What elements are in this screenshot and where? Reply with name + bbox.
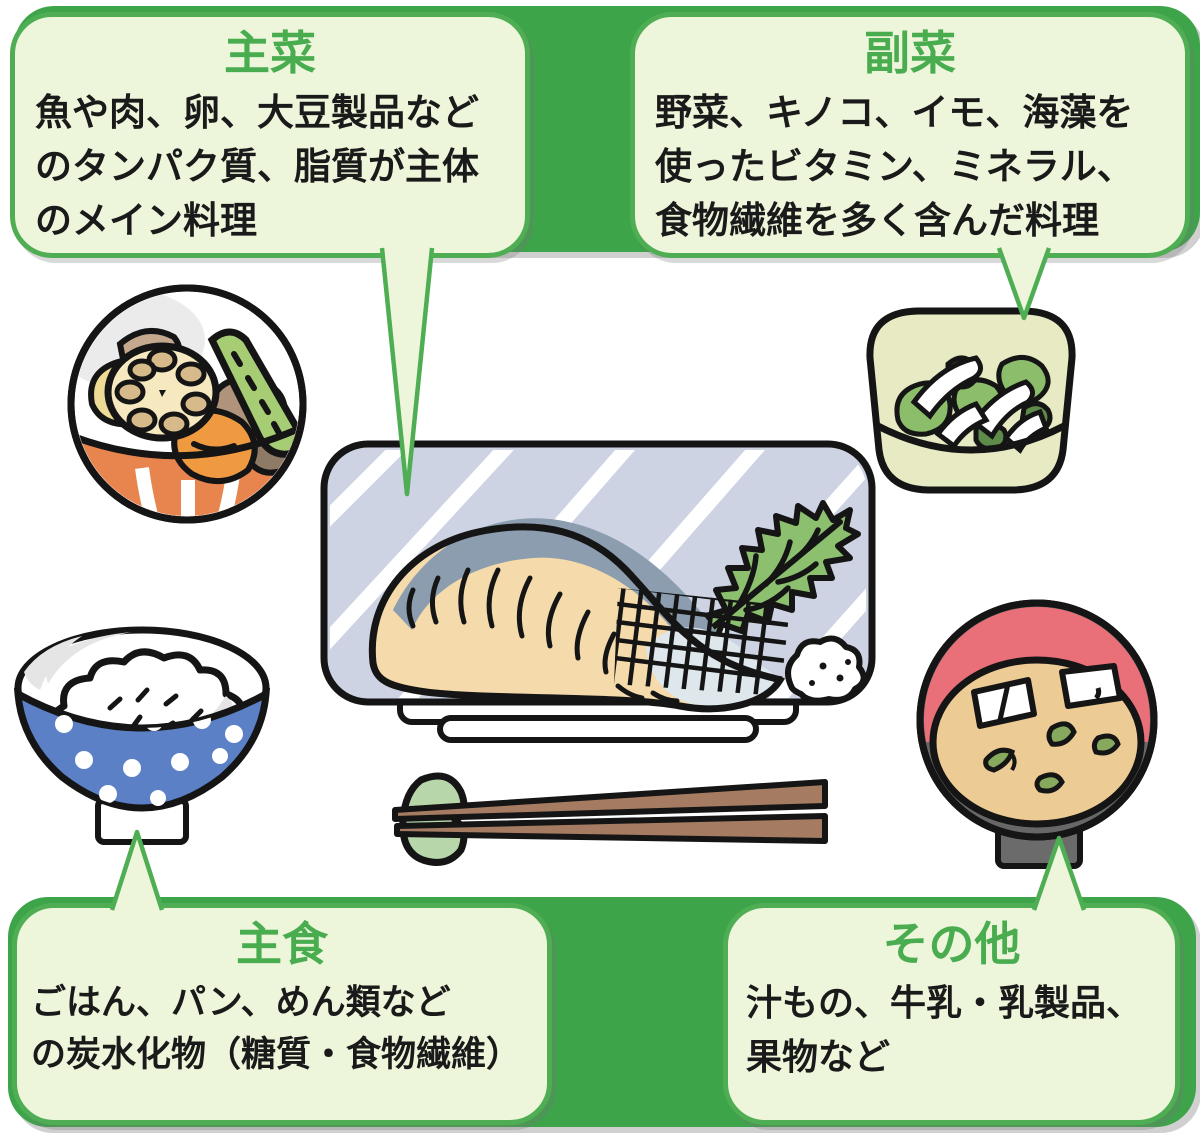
chopsticks-illustration <box>392 772 828 866</box>
callout-shusai-title: 主菜 <box>224 26 316 80</box>
callout-fukusai-title: 副菜 <box>864 26 956 80</box>
callout-sonota: その他 汁もの、牛乳・乳製品、 果物など <box>723 903 1180 1125</box>
callout-fukusai: 副菜 野菜、キノコ、イモ、海藻を 使ったビタミン、ミネラル、 食物繊維を多く含ん… <box>630 12 1190 258</box>
callout-tail-shushoku <box>109 829 165 911</box>
callout-fukusai-body: 野菜、キノコ、イモ、海藻を 使ったビタミン、ミネラル、 食物繊維を多く含んだ料理 <box>655 90 1134 242</box>
callout-shushoku-body: ごはん、パン、めん類など の炭水化物（糖質・食物繊維） <box>31 982 522 1076</box>
grilled-fish-plate-illustration <box>320 440 876 743</box>
salad-bowl-illustration <box>866 307 1076 494</box>
callout-shusai: 主菜 魚や肉、卵、大豆製品など のタンパク質、脂質が主体 のメイン料理 <box>10 12 530 258</box>
callout-shusai-body: 魚や肉、卵、大豆製品など のタンパク質、脂質が主体 のメイン料理 <box>35 90 479 242</box>
callout-tail-fukusai <box>996 247 1052 321</box>
callout-shushoku: 主食 ごはん、パン、めん類など の炭水化物（糖質・食物繊維） <box>12 903 552 1125</box>
rice-bowl-illustration <box>13 626 271 845</box>
callout-sonota-body: 汁もの、牛乳・乳製品、 果物など <box>746 982 1143 1078</box>
callout-sonota-title: その他 <box>882 917 1021 971</box>
callout-shushoku-title: 主食 <box>236 917 328 971</box>
callout-tail-shusai <box>379 247 435 497</box>
miso-soup-bowl-illustration <box>916 599 1158 869</box>
nimono-bowl-illustration <box>67 284 307 524</box>
callout-tail-sonota <box>1031 835 1087 911</box>
